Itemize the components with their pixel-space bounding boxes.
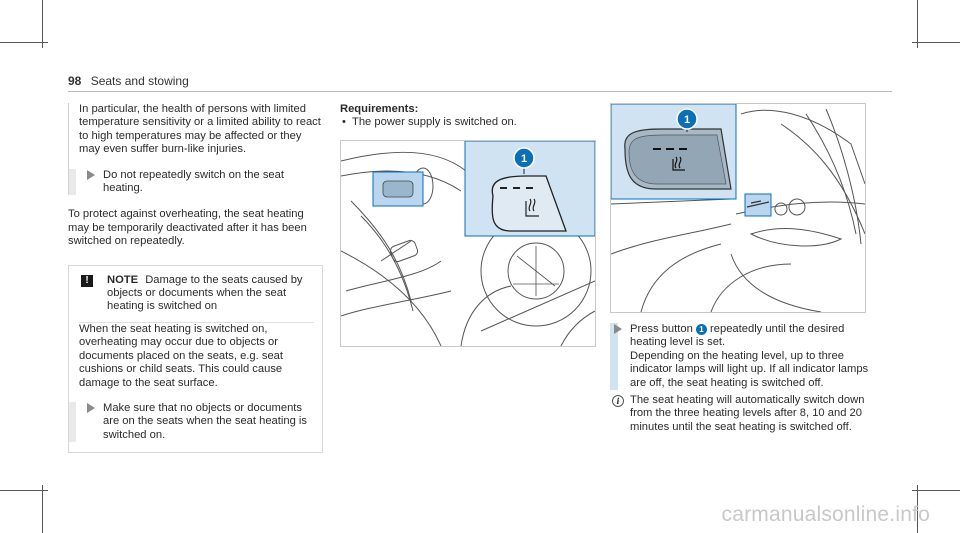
crop-mark: [42, 0, 43, 48]
info-icon: i: [612, 395, 624, 408]
exclamation-icon: !: [81, 274, 93, 287]
step-detail: Depending on the heating level, up to th…: [630, 349, 869, 389]
note-title: Damage to the seats caused by objects or…: [107, 273, 303, 313]
info-note: i The seat heating will automatically sw…: [610, 394, 870, 434]
step-text-pre: Press button: [630, 323, 693, 335]
note-box: ! NOTE Damage to the seats caused by obj…: [68, 264, 323, 454]
crop-mark: [912, 490, 960, 491]
crop-mark: [0, 490, 48, 491]
info-text: The seat heating will automatically swit…: [630, 394, 865, 433]
step-text-post: repeatedly until the desired heating lev…: [630, 323, 845, 349]
callout-number: 1: [684, 114, 690, 126]
requirement-item: The power supply is switched on.: [340, 116, 595, 130]
warning-step: Do not repeatedly switch on the seat hea…: [69, 168, 323, 196]
button-reference-marker: 1: [695, 324, 707, 335]
crop-mark: [42, 485, 43, 533]
figure-door-panel-closeup: 1: [610, 103, 866, 313]
intro-paragraph: In particular, the health of persons wit…: [79, 103, 321, 156]
note-label: NOTE: [107, 273, 139, 286]
note-step: Make sure that no objects or documents a…: [69, 401, 314, 443]
crop-mark: [917, 0, 918, 48]
step-shade: [69, 168, 76, 196]
crop-mark: [912, 42, 960, 43]
door-closeup-illustration: 1: [611, 104, 865, 312]
crop-mark: [917, 485, 918, 533]
section-title: Seats and stowing: [90, 74, 189, 88]
arrow-right-icon: [614, 324, 622, 334]
callout-number: 1: [521, 153, 527, 165]
overheating-paragraph: To protect against overheating, the seat…: [68, 208, 307, 248]
column-instructions: Press button 1 repeatedly until the desi…: [610, 323, 870, 434]
step-shade: [69, 401, 76, 443]
warning-block: In particular, the health of persons wit…: [68, 103, 323, 196]
requirements-title: Requirements:: [340, 103, 419, 115]
page-header: 98 Seats and stowing: [68, 74, 189, 88]
callout-marker: [676, 108, 698, 130]
header-divider: [68, 91, 892, 92]
note-body: When the seat heating is switched on, ov…: [79, 322, 283, 389]
column-requirements: Requirements: The power supply is switch…: [340, 103, 595, 130]
note-header: ! NOTE Damage to the seats caused by obj…: [79, 274, 314, 323]
page-number: 98: [68, 74, 82, 88]
arrow-right-icon: [87, 169, 95, 180]
press-button-step: Press button 1 repeatedly until the desi…: [610, 323, 870, 391]
watermark: carmanualsonline.info: [721, 503, 930, 526]
callout-marker: [513, 147, 535, 169]
door-panel-illustration: 1: [341, 141, 595, 346]
figure-door-panel-front: 1: [340, 140, 596, 347]
arrow-right-icon: [87, 402, 95, 413]
note-step-text: Make sure that no objects or documents a…: [103, 401, 307, 441]
step-highlight-bar: [610, 323, 618, 391]
step-text: Do not repeatedly switch on the seat hea…: [103, 168, 284, 195]
column-warning: In particular, the health of persons wit…: [68, 103, 323, 454]
crop-mark: [0, 42, 48, 43]
